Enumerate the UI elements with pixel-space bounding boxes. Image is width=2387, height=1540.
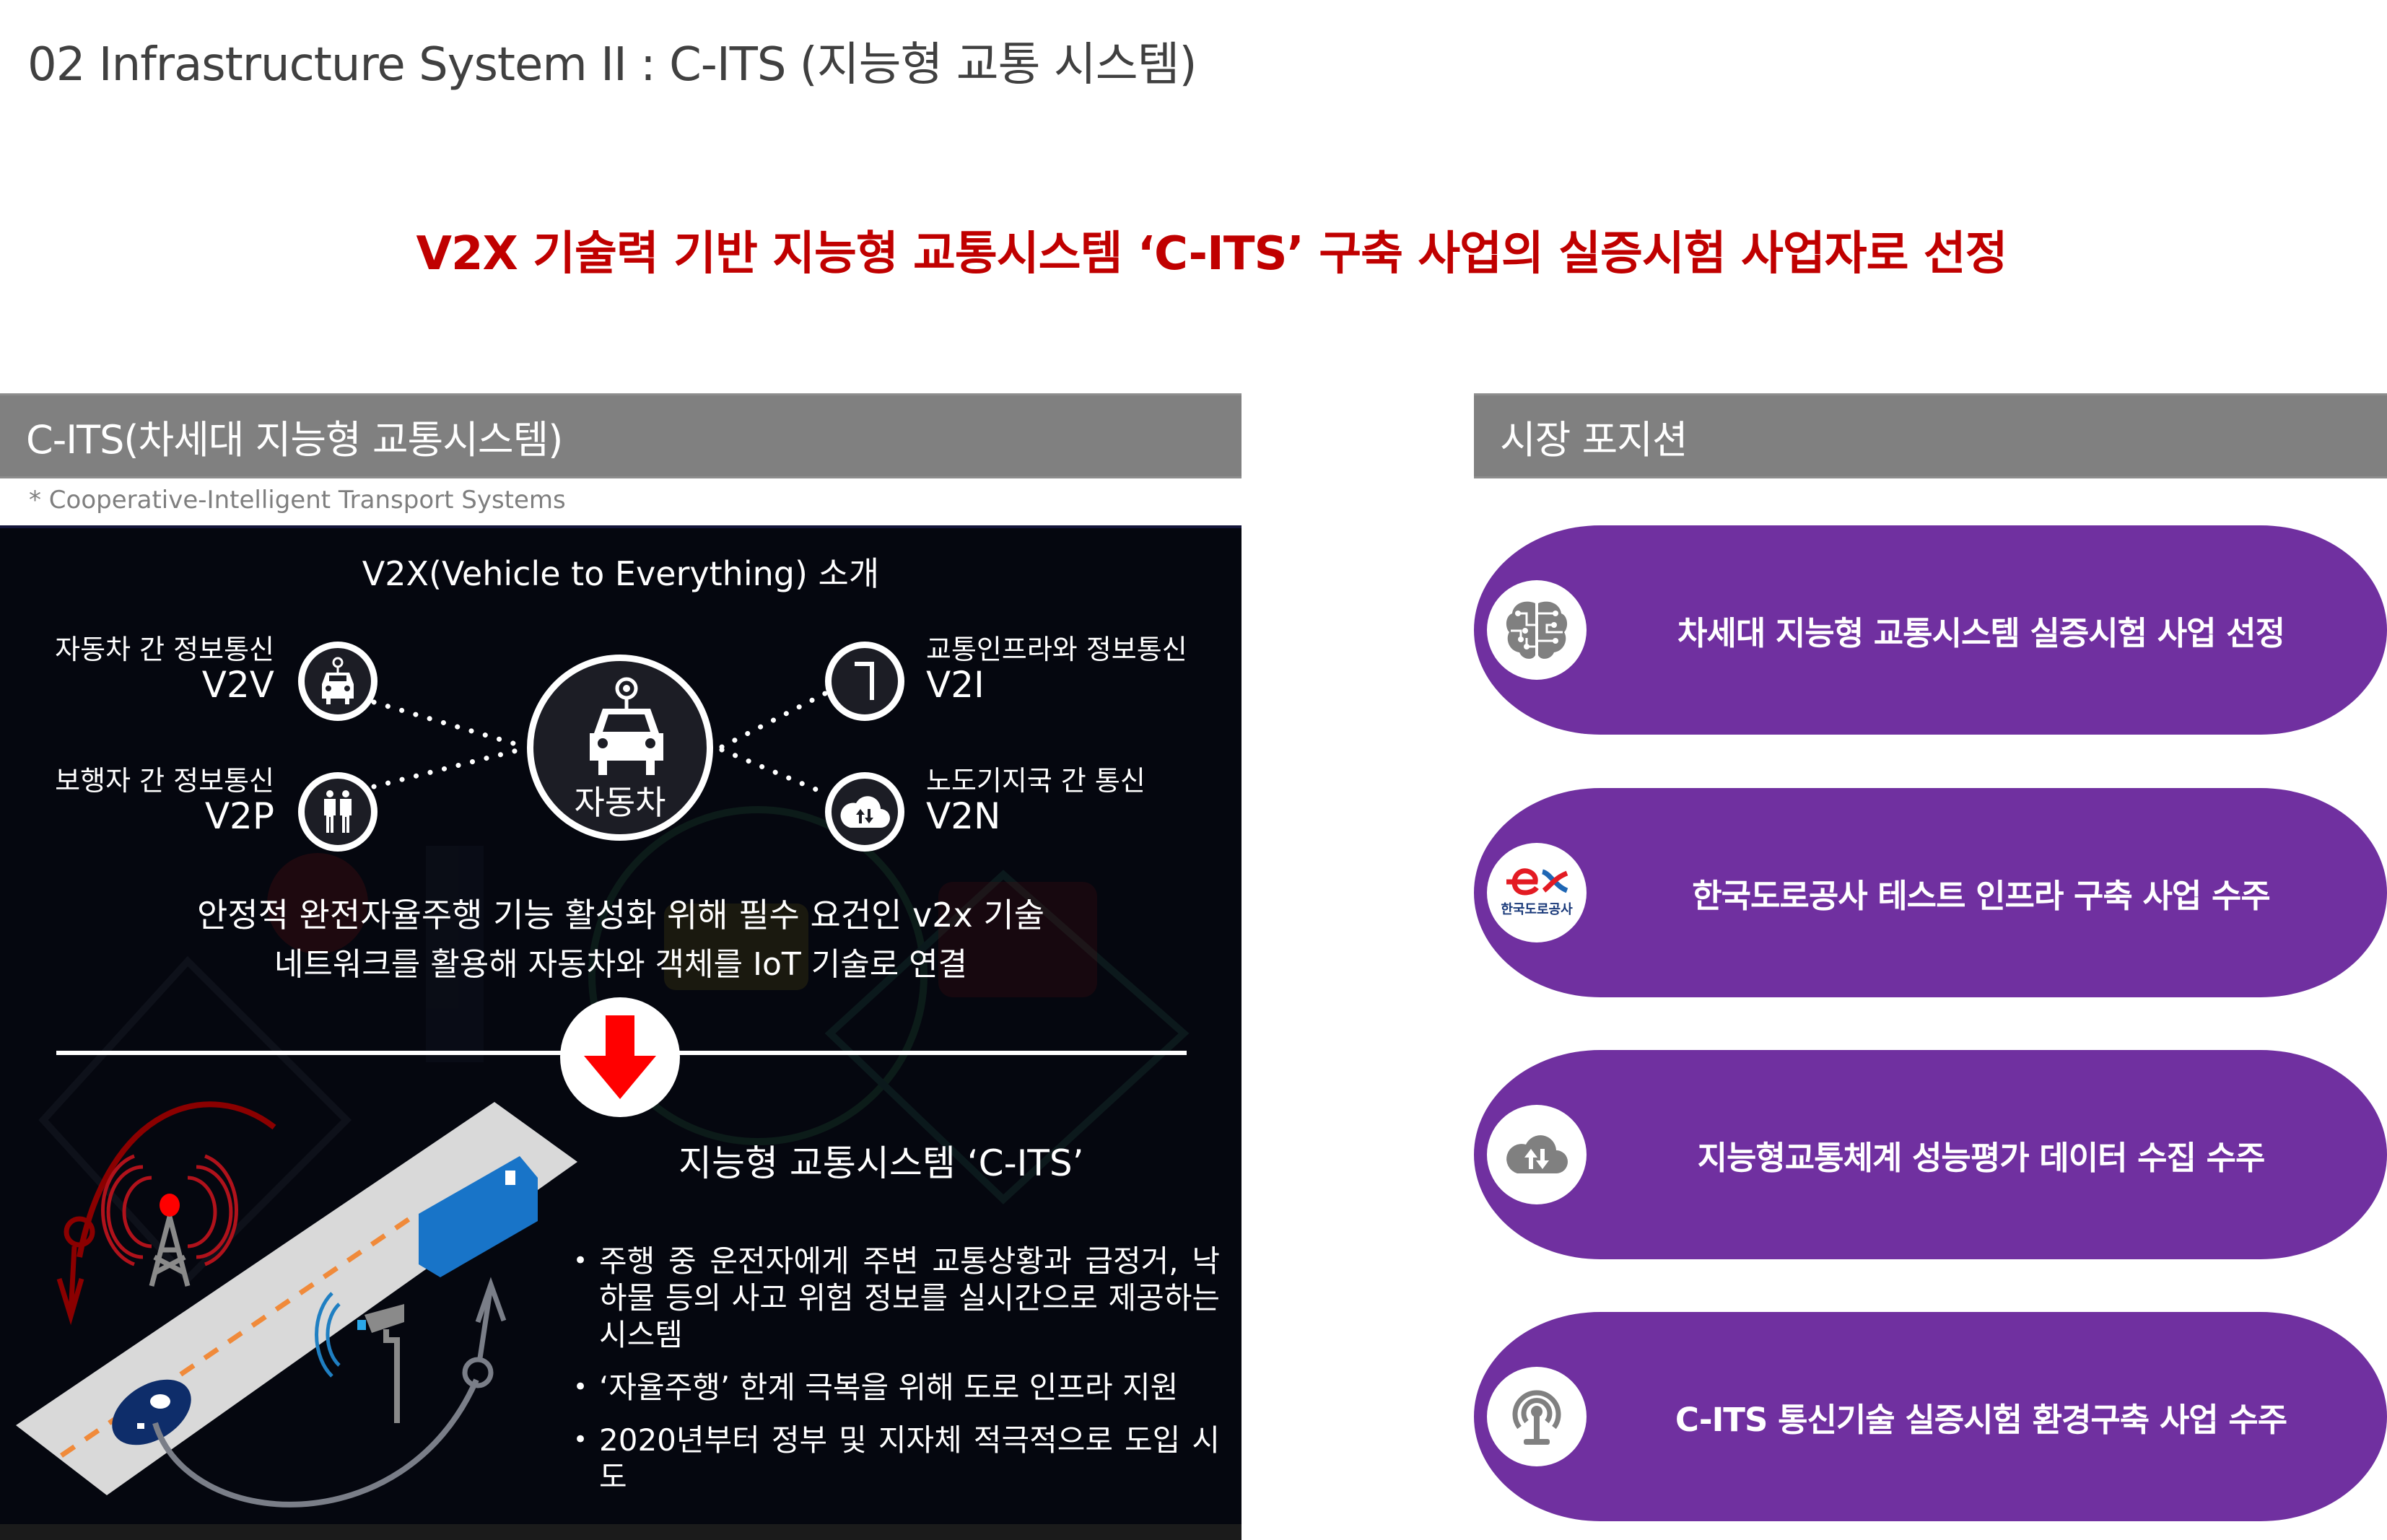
center-node-label: 자동차 bbox=[574, 783, 666, 822]
node-v2n-desc: 노도기지국 간 통신 bbox=[926, 765, 1146, 797]
node-v2p-code: V2P bbox=[204, 795, 274, 837]
traffic-pole-icon bbox=[825, 642, 904, 721]
car-icon bbox=[298, 642, 378, 721]
cloud-transfer-icon bbox=[825, 772, 904, 852]
v2x-title: V2X(Vehicle to Everything) 소개 bbox=[362, 554, 880, 593]
cloud-transfer-icon bbox=[1487, 1105, 1587, 1204]
down-arrow-icon bbox=[560, 997, 680, 1117]
car-with-antenna-icon bbox=[590, 677, 663, 775]
ai-brain-icon bbox=[1487, 580, 1587, 680]
pedestrians-icon bbox=[298, 772, 378, 852]
bus-icon bbox=[419, 1156, 538, 1277]
panel-bottom-strip bbox=[0, 1524, 1241, 1540]
section-header-label: C-ITS(차세대 지능형 교통시스템) bbox=[26, 416, 563, 463]
bullet-item: 2020년부터 정부 및 지자체 적극적으로 도입 시도 bbox=[570, 1422, 1220, 1495]
broadcast-antenna-icon bbox=[1487, 1367, 1587, 1466]
node-v2p-desc: 보행자 간 정보통신 bbox=[55, 765, 274, 797]
node-label-v2p: 보행자 간 정보통신 V2P bbox=[55, 766, 274, 836]
node-v2i-code: V2I bbox=[926, 663, 985, 706]
node-v2i-desc: 교통인프라와 정보통신 bbox=[926, 634, 1187, 665]
bullet-item: ‘자율주행’ 한계 극복을 위해 도로 인프라 지원 bbox=[570, 1369, 1220, 1406]
bullet-item: 주행 중 운전자에게 주변 교통상황과 급정거, 낙하물 등의 사고 위험 정보… bbox=[570, 1243, 1220, 1353]
footnote: * Cooperative-Intelligent Transport Syst… bbox=[29, 486, 566, 515]
market-position-text: 한국도로공사 테스트 인프라 구축 사업 수주 bbox=[1692, 876, 2271, 915]
section-header-market-position: 시장 포지션 bbox=[1474, 393, 2387, 478]
node-v2v-code: V2V bbox=[201, 663, 274, 706]
car-topview-icon bbox=[112, 1379, 191, 1445]
headline: V2X 기술력 기반 지능형 교통시스템 ‘C-ITS’ 구축 사업의 실증시험… bbox=[416, 227, 2007, 281]
market-position-item-4: C-ITS 통신기술 실증시험 환경구축 사업 수주 bbox=[1474, 1312, 2387, 1521]
market-position-item-2: 한국도로공사 한국도로공사 테스트 인프라 구축 사업 수주 bbox=[1474, 788, 2387, 997]
node-v2n-code: V2N bbox=[926, 795, 1001, 837]
node-label-v2v: 자동차 간 정보통신 V2V bbox=[55, 634, 274, 706]
v2x-infographic-panel: V2X(Vehicle to Everything) 소개 자동차 간 정보통신… bbox=[0, 525, 1241, 1540]
market-position-text: 차세대 지능형 교통시스템 실증시험 사업 선정 bbox=[1677, 613, 2285, 652]
market-position-item-1: 차세대 지능형 교통시스템 실증시험 사업 선정 bbox=[1474, 525, 2387, 735]
korea-expressway-logo-icon: 한국도로공사 bbox=[1487, 843, 1587, 942]
cell-tower-icon bbox=[100, 1154, 239, 1287]
section-header-label: 시장 포지션 bbox=[1500, 416, 1688, 463]
market-position-text: 지능형교통체계 성능평가 데이터 수집 수주 bbox=[1697, 1138, 2266, 1177]
background-scenery bbox=[38, 806, 1190, 1285]
market-position-item-3: 지능형교통체계 성능평가 데이터 수집 수주 bbox=[1474, 1050, 2387, 1259]
node-label-v2n: 노도기지국 간 통신 V2N bbox=[926, 766, 1146, 836]
section-header-cits: C-ITS(차세대 지능형 교통시스템) bbox=[0, 393, 1241, 478]
cits-title: 지능형 교통시스템 ‘C-ITS’ bbox=[678, 1142, 1084, 1184]
connector-dots bbox=[371, 690, 829, 797]
page-title: 02 Infrastructure System II : C-ITS (지능형… bbox=[27, 38, 1197, 92]
node-label-v2i: 교통인프라와 정보통신 V2I bbox=[926, 634, 1187, 706]
cits-road-illustration bbox=[16, 1101, 577, 1508]
node-v2v-desc: 자동차 간 정보통신 bbox=[55, 634, 274, 665]
market-position-text: C-ITS 통신기술 실증시험 환경구축 사업 수주 bbox=[1675, 1400, 2287, 1439]
v2x-description-line-2: 네트워크를 활용해 자동차와 객체를 IoT 기술로 연결 bbox=[274, 946, 968, 983]
center-node-vehicle: 자동차 bbox=[527, 655, 713, 841]
cits-bullet-list: 주행 중 운전자에게 주변 교통상황과 급정거, 낙하물 등의 사고 위험 정보… bbox=[570, 1243, 1220, 1511]
cctv-camera-icon bbox=[315, 1292, 404, 1423]
logo-text: 한국도로공사 bbox=[1501, 902, 1573, 917]
v2x-description-line-1: 안정적 완전자율주행 기능 활성화 위해 필수 요건인 v2x 기술 bbox=[196, 896, 1045, 935]
